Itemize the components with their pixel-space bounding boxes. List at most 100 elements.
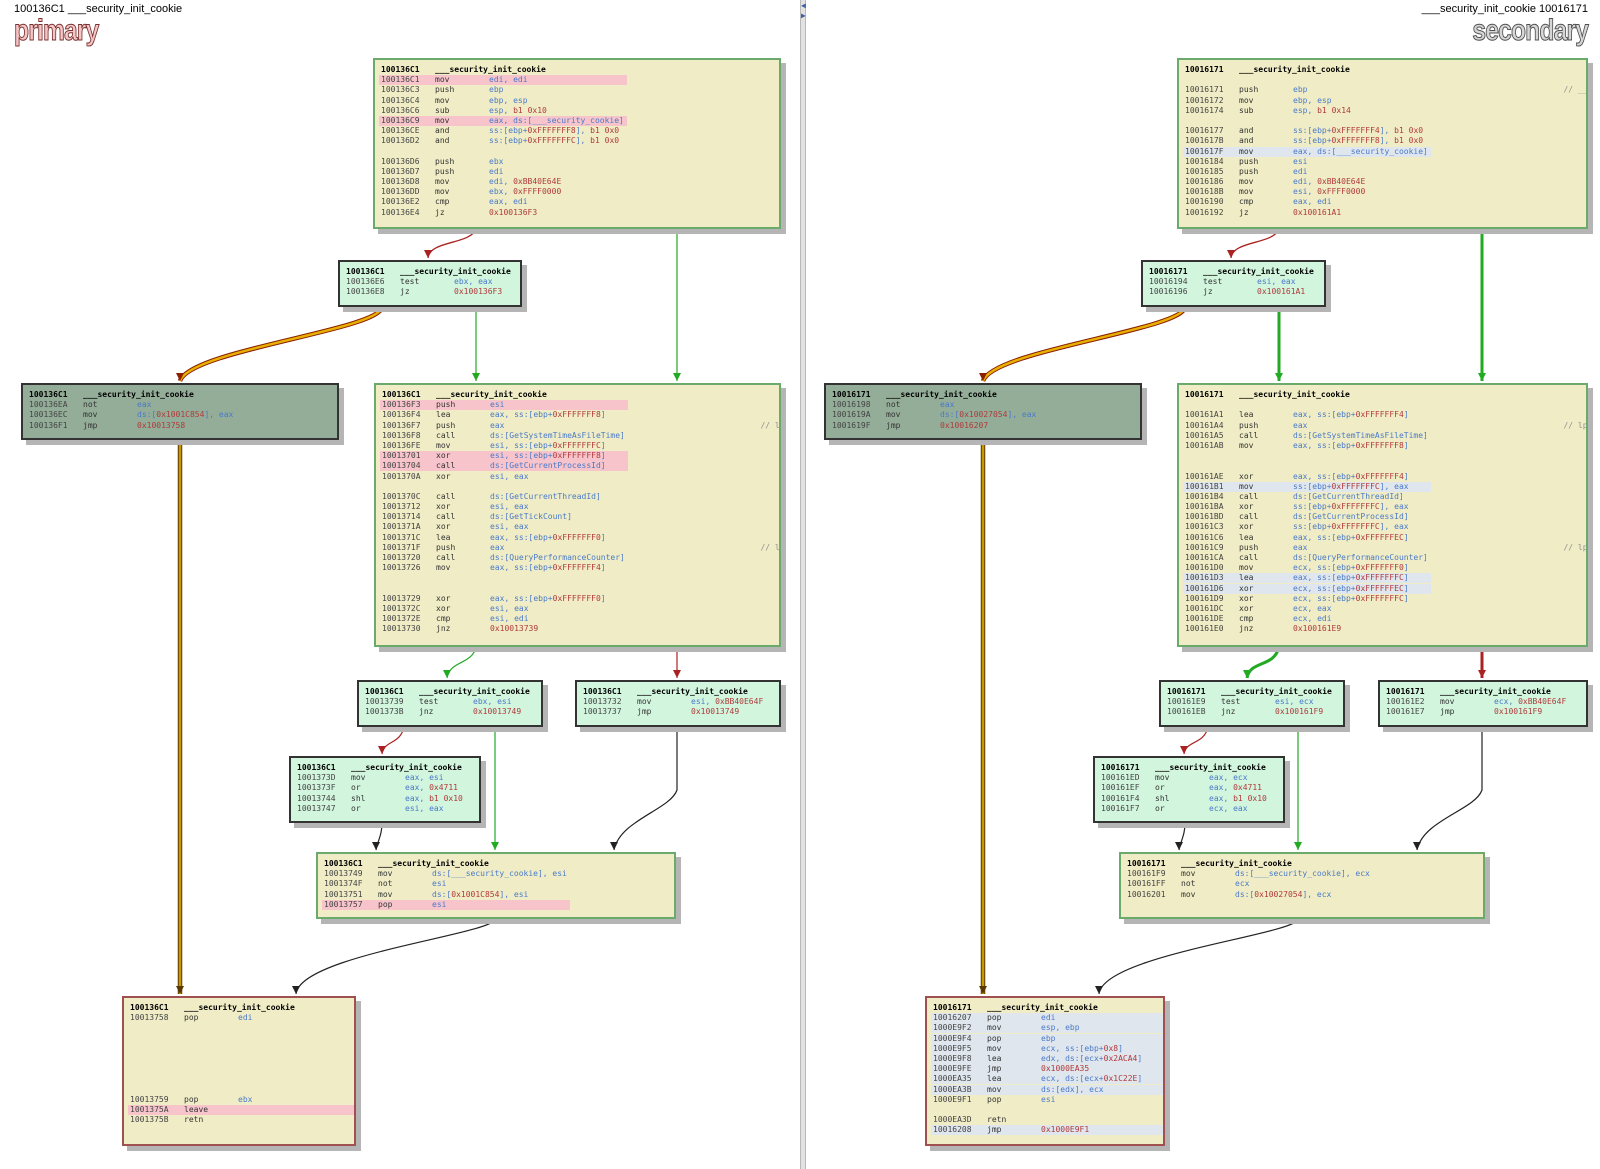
secondary-pane[interactable]: ___security_init_cookie 10016171 seconda…	[806, 0, 1600, 1169]
splitter-right-arrow-icon[interactable]: ▶	[801, 11, 806, 20]
pane-splitter[interactable]: ◀ ▶	[800, 0, 806, 1169]
primary-pane[interactable]: 100136C1 ___security_init_cookie primary…	[0, 0, 800, 1169]
splitter-left-arrow-icon[interactable]: ◀	[801, 1, 806, 10]
